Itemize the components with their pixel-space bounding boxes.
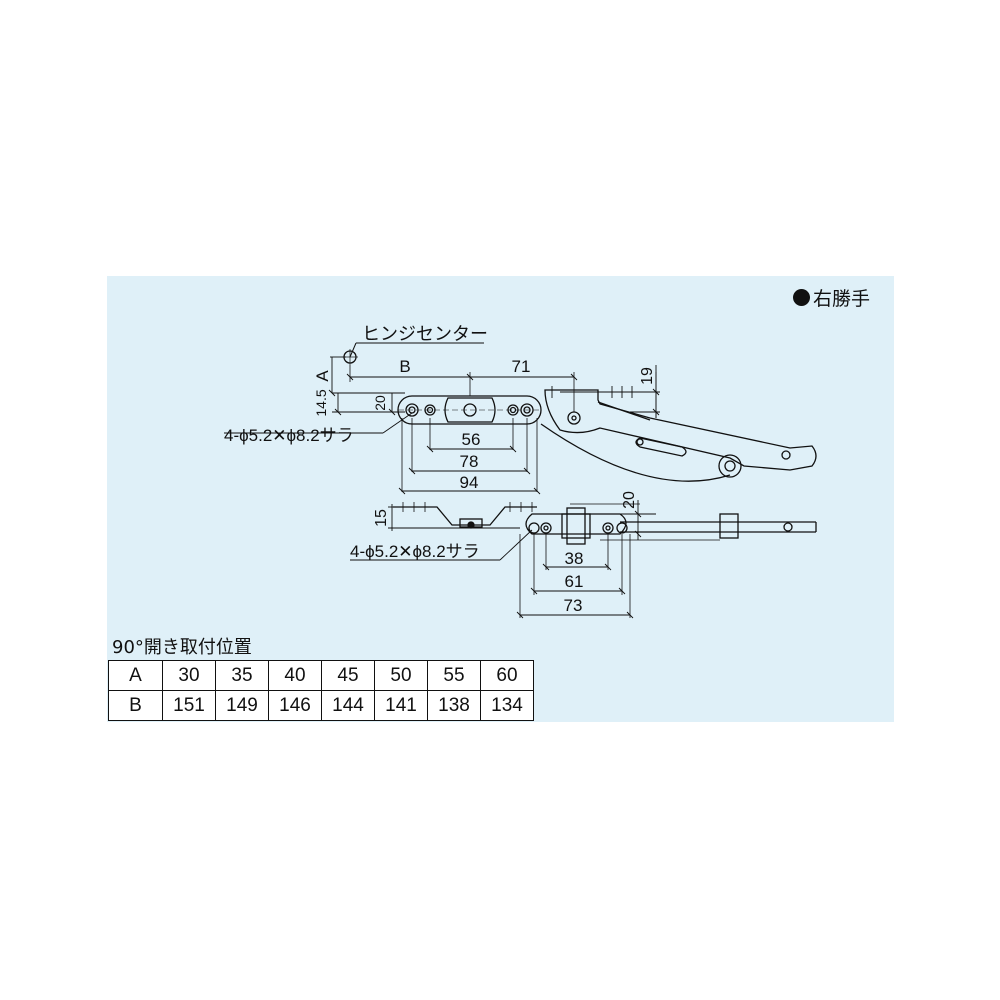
table-title: 90°開き取付位置 xyxy=(112,637,252,658)
dimension-line-20-side xyxy=(620,500,656,540)
dim-b-label: B xyxy=(399,357,410,376)
dim-78-label: 78 xyxy=(460,452,479,471)
table-cell: 149 xyxy=(215,690,269,721)
hinge-arm xyxy=(540,389,817,482)
dimension-line-19 xyxy=(551,365,660,418)
handedness-legend: 右勝手 xyxy=(793,284,870,311)
dim-61-label: 61 xyxy=(565,572,584,591)
table-row: B 151 149 146 144 141 138 134 xyxy=(108,690,534,721)
dimension-line-94 xyxy=(398,487,541,495)
screw-note-top: 4-ϕ5.2✕ϕ8.2サラ xyxy=(224,426,354,445)
diagram-panel xyxy=(107,276,894,722)
dim-19-label: 19 xyxy=(639,367,656,385)
dimension-line-73 xyxy=(516,611,634,619)
dimension-line-61 xyxy=(530,587,626,595)
dim-94-label: 94 xyxy=(460,473,479,492)
mounting-position-table: A 30 35 40 45 50 55 60 B 151 149 146 144… xyxy=(108,660,534,721)
dimension-line-b-71 xyxy=(346,373,578,381)
dim-15-label: 15 xyxy=(373,509,390,527)
side-view-plate xyxy=(393,502,537,529)
hinge-center-marker xyxy=(342,342,484,365)
hinge-center-label: ヒンジセンター xyxy=(362,324,488,344)
table-cell: 138 xyxy=(427,690,481,721)
table-cell: 146 xyxy=(268,690,322,721)
legend-label: 右勝手 xyxy=(813,288,871,310)
table-cell: 50 xyxy=(374,660,428,691)
dim-20-side-label: 20 xyxy=(621,491,638,509)
dimension-line-15 xyxy=(388,504,520,531)
dimension-line-14-5 xyxy=(332,392,405,416)
table-cell: 144 xyxy=(321,690,375,721)
table-cell: 40 xyxy=(268,660,322,691)
dim-20-top-label: 20 xyxy=(372,395,388,411)
row-label: B xyxy=(108,690,163,721)
table-cell: 141 xyxy=(374,690,428,721)
row-label: A xyxy=(108,660,163,691)
table-cell: 55 xyxy=(427,660,481,691)
screw-note-side: 4-ϕ5.2✕ϕ8.2サラ xyxy=(350,542,480,561)
dim-a-label: A xyxy=(313,370,332,382)
table-cell: 134 xyxy=(480,690,534,721)
dim-71-label: 71 xyxy=(512,357,531,376)
table-cell: 45 xyxy=(321,660,375,691)
table-cell: 35 xyxy=(215,660,269,691)
bullet-icon xyxy=(793,289,810,306)
table-cell: 151 xyxy=(162,690,216,721)
table-row: A 30 35 40 45 50 55 60 xyxy=(108,660,534,691)
dim-73-label: 73 xyxy=(564,596,583,615)
table-cell: 30 xyxy=(162,660,216,691)
dim-56-label: 56 xyxy=(462,430,481,449)
dimension-line-38 xyxy=(542,563,612,571)
dimension-line-56 xyxy=(426,445,517,453)
table-cell: 60 xyxy=(480,660,534,691)
dim-14-5-label: 14.5 xyxy=(313,389,329,416)
dimension-line-78 xyxy=(408,467,531,475)
mounting-plate-top xyxy=(397,395,542,425)
side-view-arm xyxy=(525,503,817,545)
dim-38-label: 38 xyxy=(565,549,584,568)
